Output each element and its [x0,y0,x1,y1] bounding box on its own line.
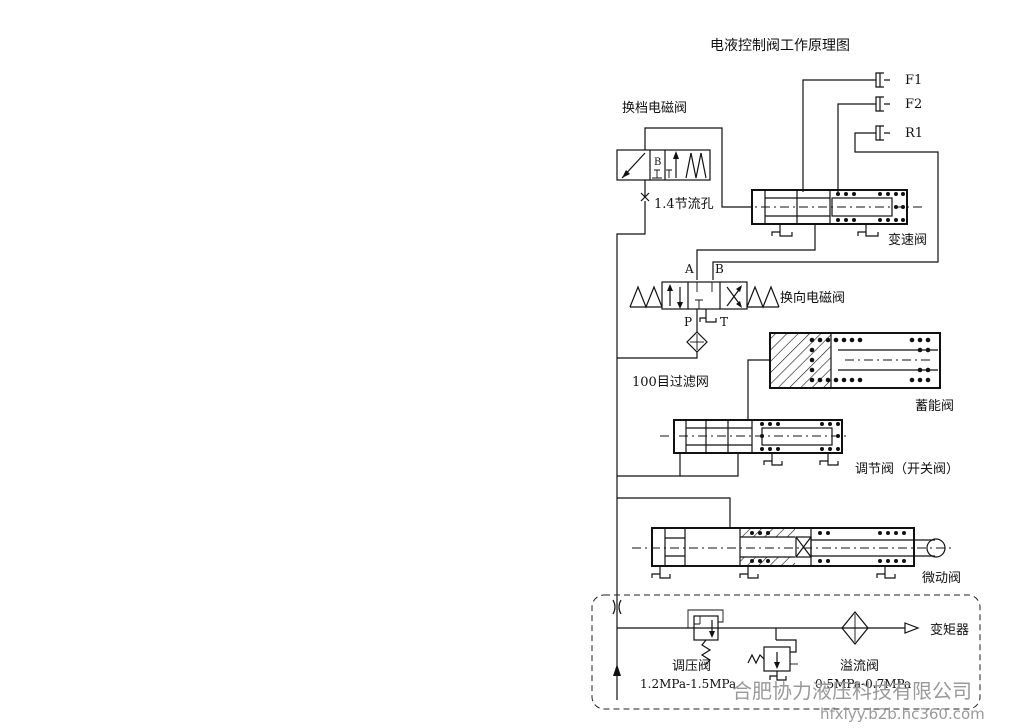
label-relief-range: 0.5MPa-0.7MPa [815,677,911,691]
cooler-diamond [841,611,869,645]
regulating-valve [660,419,850,466]
label-relief-valve: 溢流阀 [840,659,879,674]
label-pressure-regulating-valve: 调压阀 [672,659,711,674]
label-port-a: A [684,262,694,276]
orifice-1-4 [616,180,650,640]
label-orifice: 1.4节流孔 [654,197,714,212]
watermark-site: hfxlyy.b2b.hc360.com [820,705,985,723]
label-accumulator-valve: 蓄能阀 [915,399,954,414]
pump-inlet-arrow [613,664,621,676]
label-f2: F2 [905,97,922,112]
pressure-control-group [591,594,981,710]
label-port-t: T [720,315,728,329]
inching-valve [632,527,955,579]
clutch-f1 [875,72,890,88]
accumulator-valve [769,332,941,389]
shift-solenoid-valve: B [616,149,711,181]
reversing-solenoid-valve [629,281,780,310]
label-reversing-solenoid-valve: 换向电磁阀 [780,290,845,306]
torque-converter-arrow [904,622,920,634]
watermark-company: 合肥协力液压科技有限公司 [732,679,972,703]
label-shift-valve-port-b: B [654,157,661,168]
label-inching-valve: 微动阀 [922,571,961,586]
label-torque-converter: 变矩器 [930,622,969,638]
label-regulating-valve: 调节阀（开关阀） [855,462,959,477]
label-speed-change-valve: 变速阀 [888,232,927,248]
label-port-p: P [684,315,692,329]
label-port-b: B [715,262,724,276]
clutch-f2 [875,96,890,112]
filter [686,331,708,353]
pressure-regulating-valve [687,609,724,665]
diagram-title: 电液控制阀工作原理图 [710,38,850,54]
label-f1: F1 [905,73,922,88]
relief-valve [747,628,798,681]
label-r1: R1 [905,126,923,141]
speed-change-valve [742,189,925,237]
clutch-r1 [875,125,890,141]
label-pressure-regulating-range: 1.2MPa-1.5MPa [640,677,736,691]
label-filter: 100目过滤网 [632,375,709,390]
label-shift-solenoid-valve: 换档电磁阀 [622,101,687,116]
